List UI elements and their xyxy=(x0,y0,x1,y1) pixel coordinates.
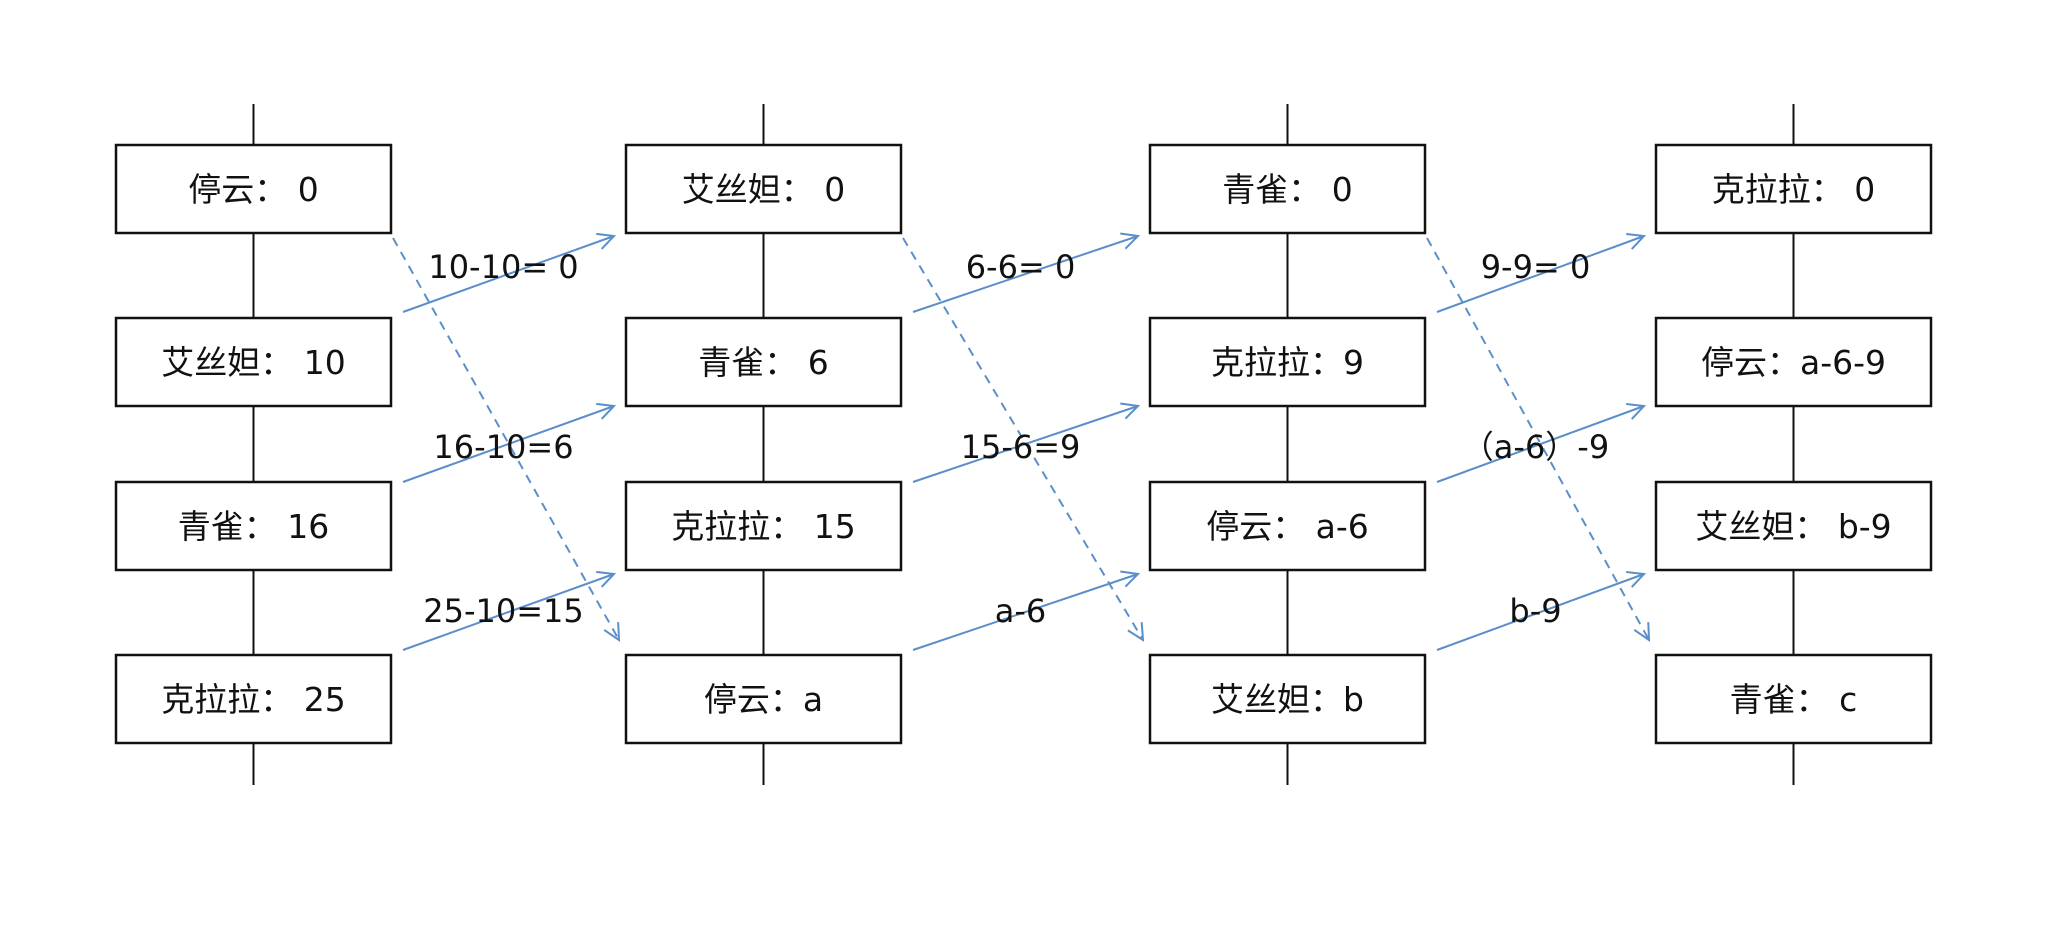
node-label: 克拉拉：9 xyxy=(1211,343,1364,382)
node-border xyxy=(1148,653,1427,745)
transition-label: 6-6= 0 xyxy=(966,248,1076,286)
node-border xyxy=(114,653,393,745)
node-label: 停云： 0 xyxy=(188,170,319,209)
node-border xyxy=(624,143,903,235)
node-label: 克拉拉： 0 xyxy=(1712,170,1876,209)
node-label: 克拉拉： 25 xyxy=(161,680,345,719)
node-box: 克拉拉： 15 xyxy=(624,480,903,572)
transfer-arrow xyxy=(402,236,614,313)
transfer-arrow xyxy=(1436,406,1644,483)
node-box: 青雀： 16 xyxy=(114,480,393,572)
node-border xyxy=(114,143,393,235)
node-box: 克拉拉： 25 xyxy=(114,653,393,745)
node-label: 克拉拉： 15 xyxy=(671,507,855,546)
transition-label: 16-10=6 xyxy=(433,428,573,466)
node-label: 青雀： 16 xyxy=(178,507,329,546)
node-border xyxy=(1654,480,1933,572)
move-to-bottom-arrow xyxy=(392,237,619,640)
node-box: 停云： a-6 xyxy=(1148,480,1427,572)
move-to-bottom-arrow xyxy=(1426,237,1649,640)
node-border xyxy=(1148,316,1427,408)
transfer-arrow xyxy=(1436,236,1644,313)
node-label: 艾丝妲：b xyxy=(1211,680,1364,719)
transition-group xyxy=(1426,236,1649,651)
node-label: 青雀： c xyxy=(1730,680,1858,719)
node-label: 艾丝妲： b-9 xyxy=(1695,507,1891,546)
node-border xyxy=(624,480,903,572)
node-box: 艾丝妲： b-9 xyxy=(1654,480,1933,572)
node-box: 克拉拉： 0 xyxy=(1654,143,1933,235)
transfer-arrow xyxy=(402,574,614,651)
node-box: 青雀： 6 xyxy=(624,316,903,408)
node-label: 青雀： 0 xyxy=(1222,170,1353,209)
transfer-arrow xyxy=(912,406,1138,483)
transition-label: 25-10=15 xyxy=(423,592,584,630)
node-border xyxy=(114,316,393,408)
node-border xyxy=(1654,143,1933,235)
transition-label: （a-6）-9 xyxy=(1462,428,1609,466)
node-label: 艾丝妲： 10 xyxy=(161,343,345,382)
transfer-arrow xyxy=(912,236,1138,313)
node-box: 青雀： 0 xyxy=(1148,143,1427,235)
node-box: 青雀： c xyxy=(1654,653,1933,745)
transition-label: 10-10= 0 xyxy=(428,248,578,286)
node-box: 停云：a-6-9 xyxy=(1654,316,1933,408)
node-label: 艾丝妲： 0 xyxy=(682,170,846,209)
transition-group xyxy=(392,236,619,651)
node-box: 艾丝妲：b xyxy=(1148,653,1427,745)
node-box: 克拉拉：9 xyxy=(1148,316,1427,408)
transfer-arrow xyxy=(912,574,1138,651)
transition-group xyxy=(902,236,1143,651)
node-border xyxy=(1654,653,1933,745)
node-label: 停云：a xyxy=(704,680,823,719)
transfer-arrow xyxy=(402,406,614,483)
node-border xyxy=(114,480,393,572)
node-box: 艾丝妲： 0 xyxy=(624,143,903,235)
node-box: 艾丝妲： 10 xyxy=(114,316,393,408)
move-to-bottom-arrow xyxy=(902,237,1143,640)
node-box: 停云： 0 xyxy=(114,143,393,235)
node-border xyxy=(1148,143,1427,235)
node-border xyxy=(1148,480,1427,572)
node-label: 青雀： 6 xyxy=(698,343,829,382)
node-label: 停云：a-6-9 xyxy=(1701,343,1886,382)
node-border xyxy=(624,316,903,408)
node-border xyxy=(1654,316,1933,408)
transition-label: a-6 xyxy=(995,592,1047,630)
transition-label: b-9 xyxy=(1509,592,1561,630)
transfer-arrow xyxy=(1436,574,1644,651)
node-box: 停云：a xyxy=(624,653,903,745)
node-border xyxy=(624,653,903,745)
node-label: 停云： a-6 xyxy=(1206,507,1369,546)
transition-label: 15-6=9 xyxy=(961,428,1081,466)
transition-label: 9-9= 0 xyxy=(1481,248,1591,286)
